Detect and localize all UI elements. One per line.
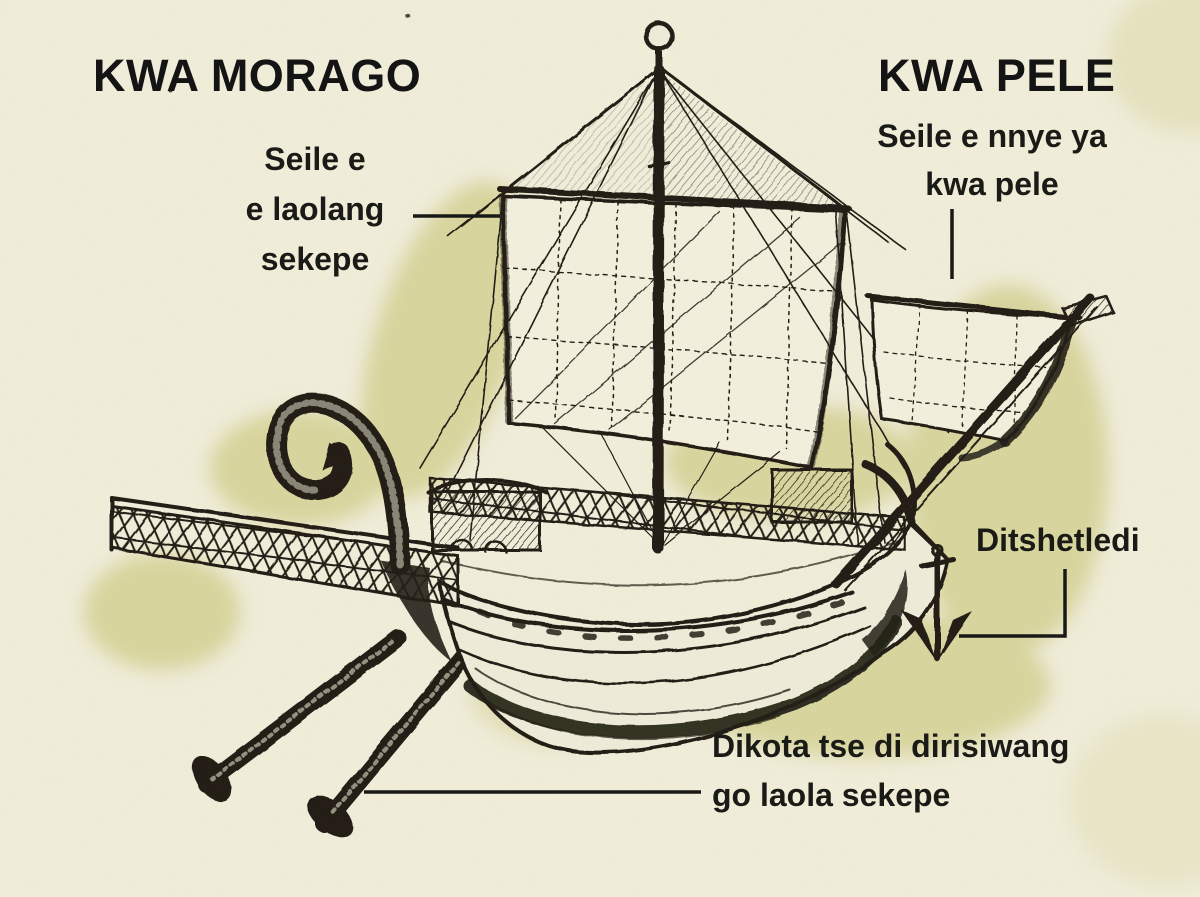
label-anchor: Ditshetledi <box>976 522 1140 558</box>
heading-bow-side: KWA PELE <box>878 50 1116 101</box>
label-foresail: Seile e nnye ya kwa pele <box>862 112 1122 208</box>
label-mainsail-line1: Seile e <box>264 141 366 177</box>
label-steering-line1: Dikota tse di dirisiwang <box>712 728 1070 764</box>
label-steering-line2: go laola sekepe <box>712 777 951 813</box>
label-mainsail-line2: e laolang <box>245 191 385 227</box>
label-foresail-line1: Seile e nnye ya <box>877 118 1107 154</box>
heading-stern-side: KWA MORAGO <box>93 50 422 101</box>
label-mainsail: Seile e e laolang sekepe <box>205 134 425 284</box>
label-steering-oars: Dikota tse di dirisiwang go laola sekepe <box>712 722 1069 820</box>
label-foresail-line2: kwa pele <box>925 166 1059 202</box>
label-mainsail-line3: sekepe <box>260 241 370 277</box>
